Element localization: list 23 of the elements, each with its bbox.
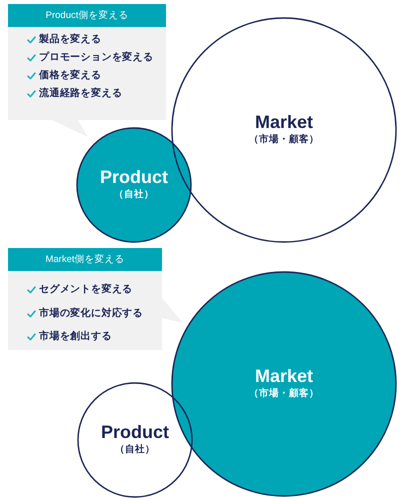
circle-title: Product xyxy=(100,168,168,188)
circle xyxy=(77,382,193,498)
checklist-item: セグメントを変える xyxy=(39,283,133,297)
circle-title: Product xyxy=(100,423,169,444)
checklist-item: 流通経路を変える xyxy=(39,87,122,101)
checklist-item: プロモーションを変える xyxy=(39,51,154,65)
circle-subtitle: （自社） xyxy=(115,443,155,457)
circle xyxy=(76,127,192,243)
callout-panel xyxy=(8,4,166,138)
checklist-item: 価格を変える xyxy=(39,69,102,83)
circle-subtitle: （市場・顧客） xyxy=(249,387,319,401)
heading-banner: Product側を変える xyxy=(8,4,166,27)
callout-panel xyxy=(8,248,184,350)
circle-title: Market xyxy=(254,367,314,388)
heading-banner: Market側を変える xyxy=(8,248,162,271)
circle xyxy=(171,17,397,243)
circle-title: Market xyxy=(254,113,314,134)
circle xyxy=(171,271,397,497)
checklist-item: 市場を創出する xyxy=(39,330,112,344)
checklist-item: 製品を変える xyxy=(39,33,102,47)
circle-subtitle: （自社） xyxy=(114,188,154,202)
circle-subtitle: （市場・顧客） xyxy=(249,133,319,147)
checklist-item: 市場の変化に対応する xyxy=(39,306,143,320)
